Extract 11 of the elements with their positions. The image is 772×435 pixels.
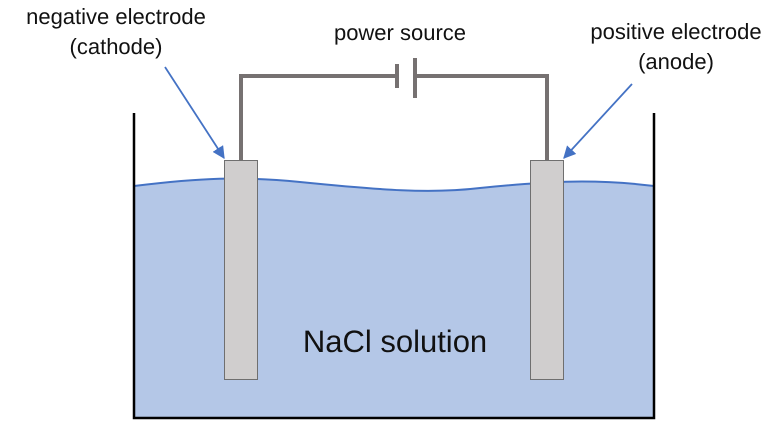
electrode-label: positive electrode (anode): [580, 17, 772, 77]
leader-line: [563, 83, 633, 159]
power-source-label: power source: [332, 19, 468, 47]
wire: [417, 74, 549, 160]
electrode-rod: [224, 160, 258, 380]
wire: [239, 74, 395, 160]
battery-symbol: [395, 58, 417, 98]
electrode-label: negative electrode (cathode): [0, 2, 232, 62]
leader-line: [164, 66, 225, 160]
electrode-rod: [530, 160, 564, 380]
solution-label: NaCl solution: [302, 323, 488, 361]
